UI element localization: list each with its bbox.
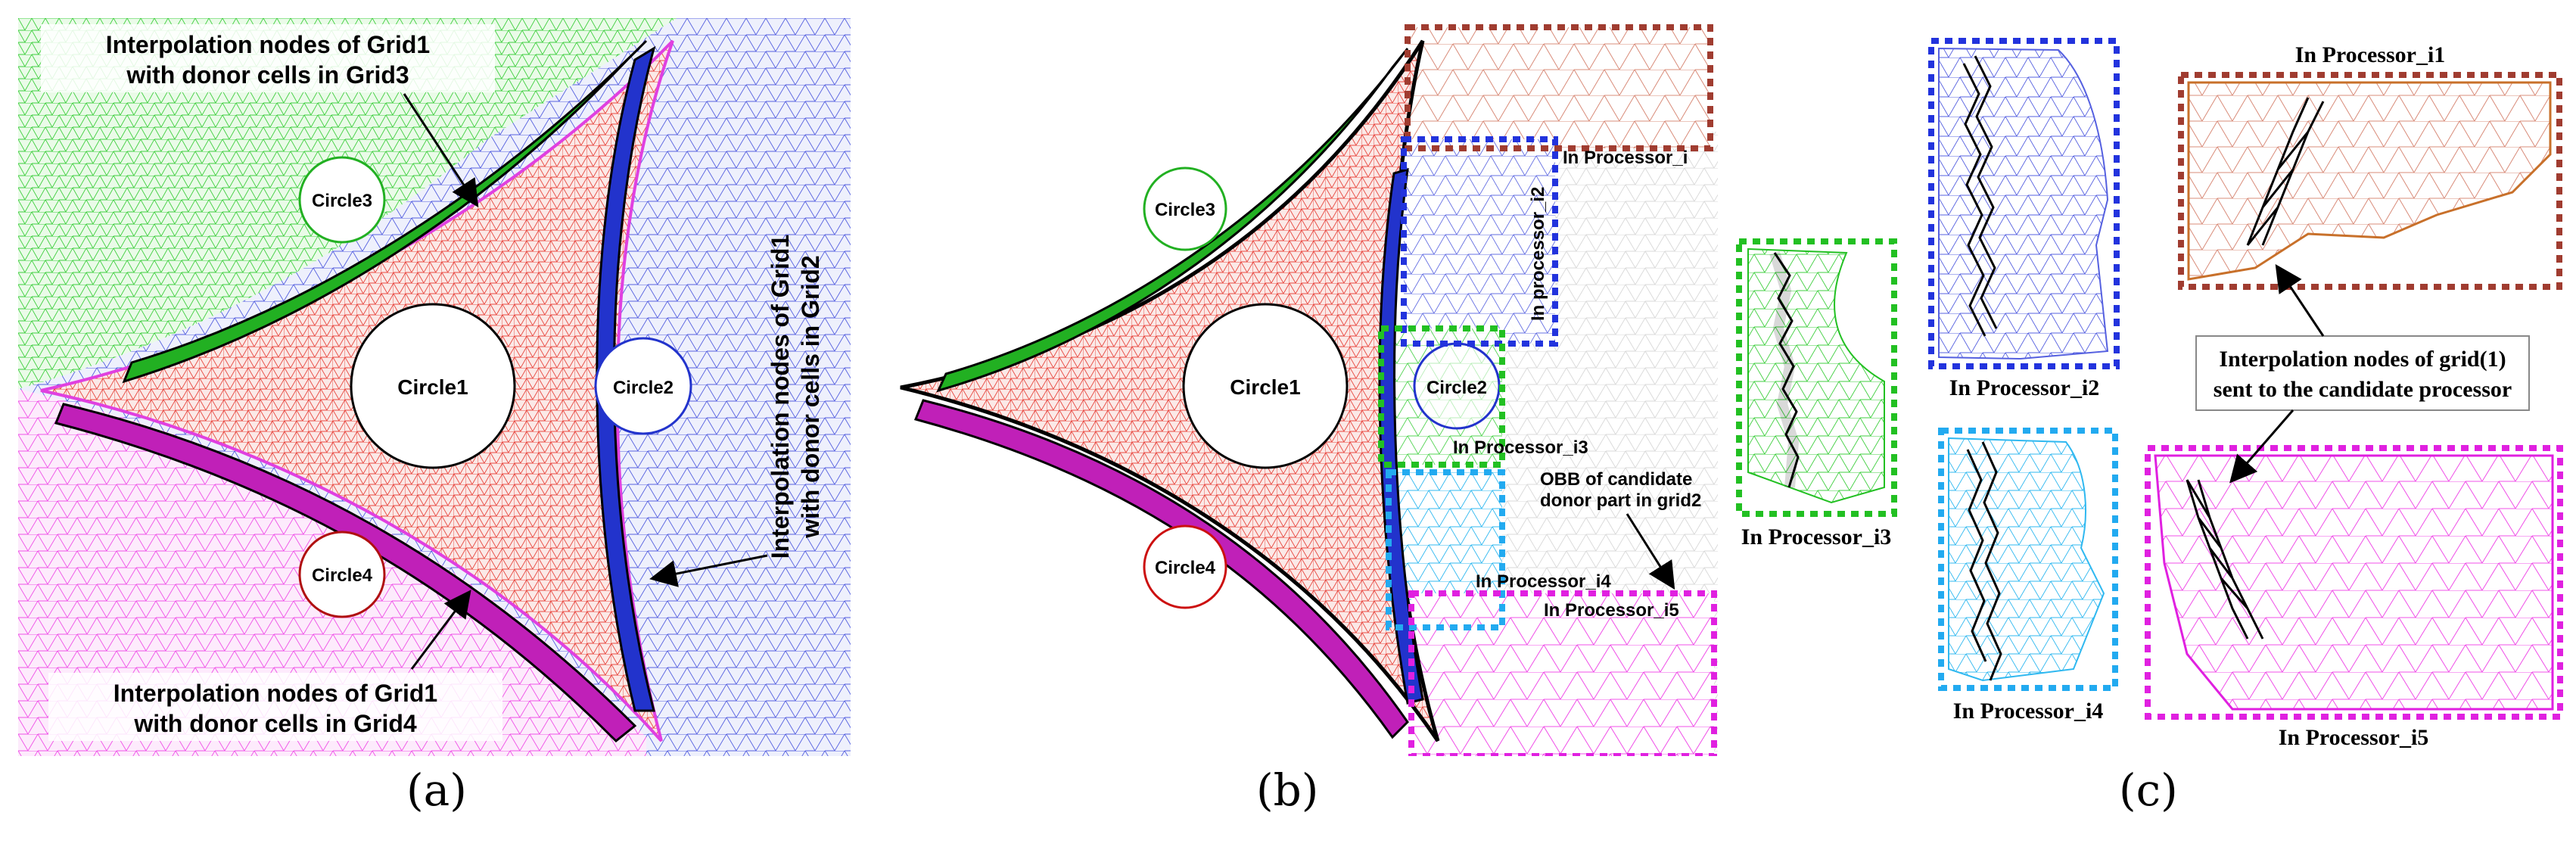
proc-i-box [1405, 24, 1713, 151]
proc-i3-box [1378, 325, 1505, 468]
circle3 [1143, 167, 1227, 251]
proc-i-label: In Processor_i [1563, 148, 1688, 168]
interp-band-grid3 [936, 48, 1409, 393]
proc-i3-label: In Processor_i3 [1453, 437, 1588, 458]
circle2 [594, 337, 692, 435]
c-proc-i1-mesh [2187, 81, 2552, 281]
panel-a: Circle1 Circle2 Circle3 Circle4 Interpol… [18, 18, 851, 756]
label-grid2-line1: Interpolation nodes of Grid1 [767, 235, 794, 559]
label-grid2-group: Interpolation nodes of Grid1 with donor … [767, 235, 824, 559]
c-proc-i3-nodes-shadow [1769, 251, 1800, 488]
caption-c: (c) [2119, 764, 2178, 816]
c-proc-i4-nodes-2 [1966, 449, 1987, 662]
arrow-grid2 [649, 554, 768, 587]
obb-note-line1: OBB of candidate [1540, 469, 1692, 490]
circle4-label: Circle4 [1155, 558, 1216, 578]
circle4-label: Circle4 [312, 565, 373, 586]
proc-i5-fill [1411, 593, 1714, 756]
label-grid3-line2: with donor cells in Grid3 [126, 61, 409, 89]
circle4 [1143, 524, 1227, 609]
c-proc-i2-label: In Processor_i2 [1949, 375, 2100, 400]
arrow-grid3 [403, 93, 479, 208]
c-proc-i4-mesh [1948, 437, 2105, 682]
label-grid2-line2: with donor cells in Grid2 [797, 255, 824, 538]
c-proc-i2-nodes-2 [1962, 63, 1986, 337]
circle1 [1182, 303, 1349, 469]
panel-c: In Processor_i3 In Processor_i2 In Proce… [1733, 18, 2565, 756]
circle1 [350, 303, 516, 469]
interp-band-grid4 [54, 403, 637, 743]
circle3 [298, 156, 386, 244]
c-proc-i3-nodes [1773, 252, 1800, 488]
label-grid4-line1: Interpolation nodes of Grid1 [114, 680, 437, 707]
label-grid4-line2: with donor cells in Grid4 [133, 710, 417, 737]
c-proc-i5-mesh [2154, 454, 2554, 711]
panel-b: Circle1 Circle2 Circle3 Circle4 In Proce… [878, 18, 1718, 756]
circle1-label: Circle1 [397, 375, 468, 399]
c-proc-i1-label: In Processor_i1 [2295, 42, 2446, 67]
proc-i5-box [1408, 590, 1717, 756]
callout-arrow-down [2229, 409, 2294, 484]
panel-a-figure: Circle1 Circle2 Circle3 Circle4 Interpol… [18, 18, 851, 756]
obb-note-line2: donor part in grid2 [1540, 490, 1701, 511]
c-proc-i4-label: In Processor_i4 [1953, 699, 2104, 724]
circle1-label: Circle1 [1230, 375, 1300, 399]
circle4 [298, 531, 386, 618]
callout-line2: sent to the candidate processor [2214, 377, 2512, 402]
label-bg-grid4 [48, 673, 502, 741]
caption-a: (a) [406, 764, 467, 816]
c-proc-i4-nodes [1981, 441, 2002, 681]
c-proc-i2-nodes [1974, 55, 1998, 329]
proc-i2-label: In processor_i2 [1528, 187, 1548, 321]
interp-band-grid2 [596, 45, 656, 712]
c-proc-i1-nodes [2246, 97, 2325, 246]
callout-arrow-up [2275, 264, 2325, 337]
proc-i2-fill [1404, 139, 1555, 344]
proc-i4-label: In Processor_i4 [1476, 571, 1611, 592]
callout-box [2195, 335, 2530, 411]
label-bg-grid3 [41, 24, 495, 92]
circle3-label: Circle3 [312, 191, 372, 211]
c-proc-i2-mesh [1938, 47, 2109, 360]
circle2-label: Circle2 [1426, 378, 1487, 398]
proc-i5-label: In Processor_i5 [1544, 600, 1679, 621]
arrow-grid4 [410, 590, 471, 670]
panel-c-figure: In Processor_i3 In Processor_i2 In Proce… [1736, 38, 2563, 750]
c-proc-i3-mesh [1747, 247, 1885, 504]
proc-i4-box [1386, 469, 1505, 630]
proc-i-fill [1408, 27, 1710, 148]
callout-line1: Interpolation nodes of grid(1) [2219, 347, 2506, 372]
panel-b-figure: Circle1 Circle2 Circle3 Circle4 In Proce… [878, 18, 1718, 756]
circle3-label: Circle3 [1155, 200, 1215, 220]
proc-i2-box [1401, 136, 1558, 347]
label-grid3-line1: Interpolation nodes of Grid1 [106, 31, 430, 58]
c-proc-i5-nodes [2186, 479, 2264, 640]
caption-b: (b) [1256, 764, 1319, 816]
c-proc-i5-label: In Processor_i5 [2279, 725, 2429, 750]
interp-band-grid3 [122, 39, 648, 384]
interp-band-grid4 [913, 399, 1409, 739]
c-proc-i3-label: In Processor_i3 [1741, 524, 1892, 549]
circle2-label: Circle2 [613, 378, 674, 398]
arrow-obb [1626, 513, 1675, 590]
